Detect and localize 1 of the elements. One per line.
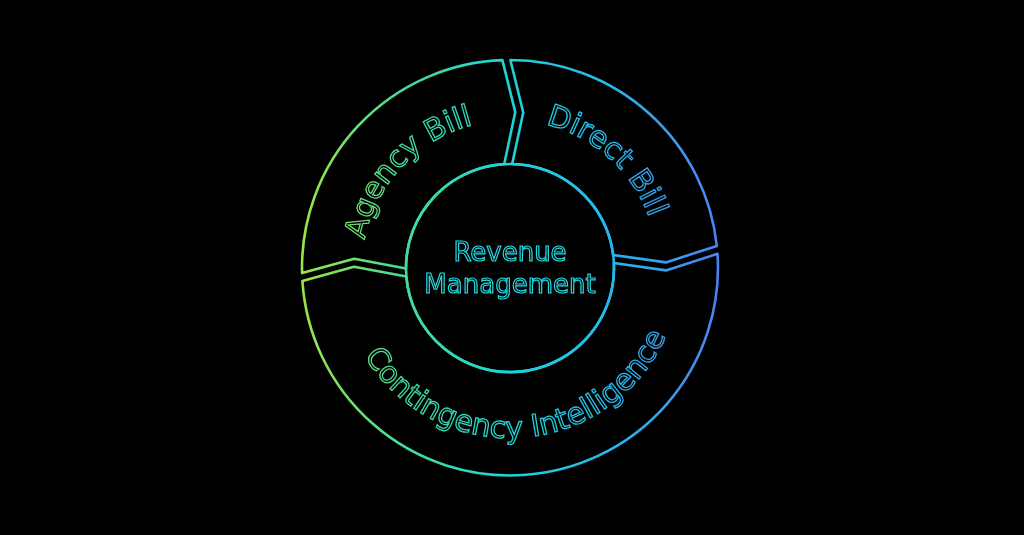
hub-label: Revenue Management — [424, 236, 597, 301]
